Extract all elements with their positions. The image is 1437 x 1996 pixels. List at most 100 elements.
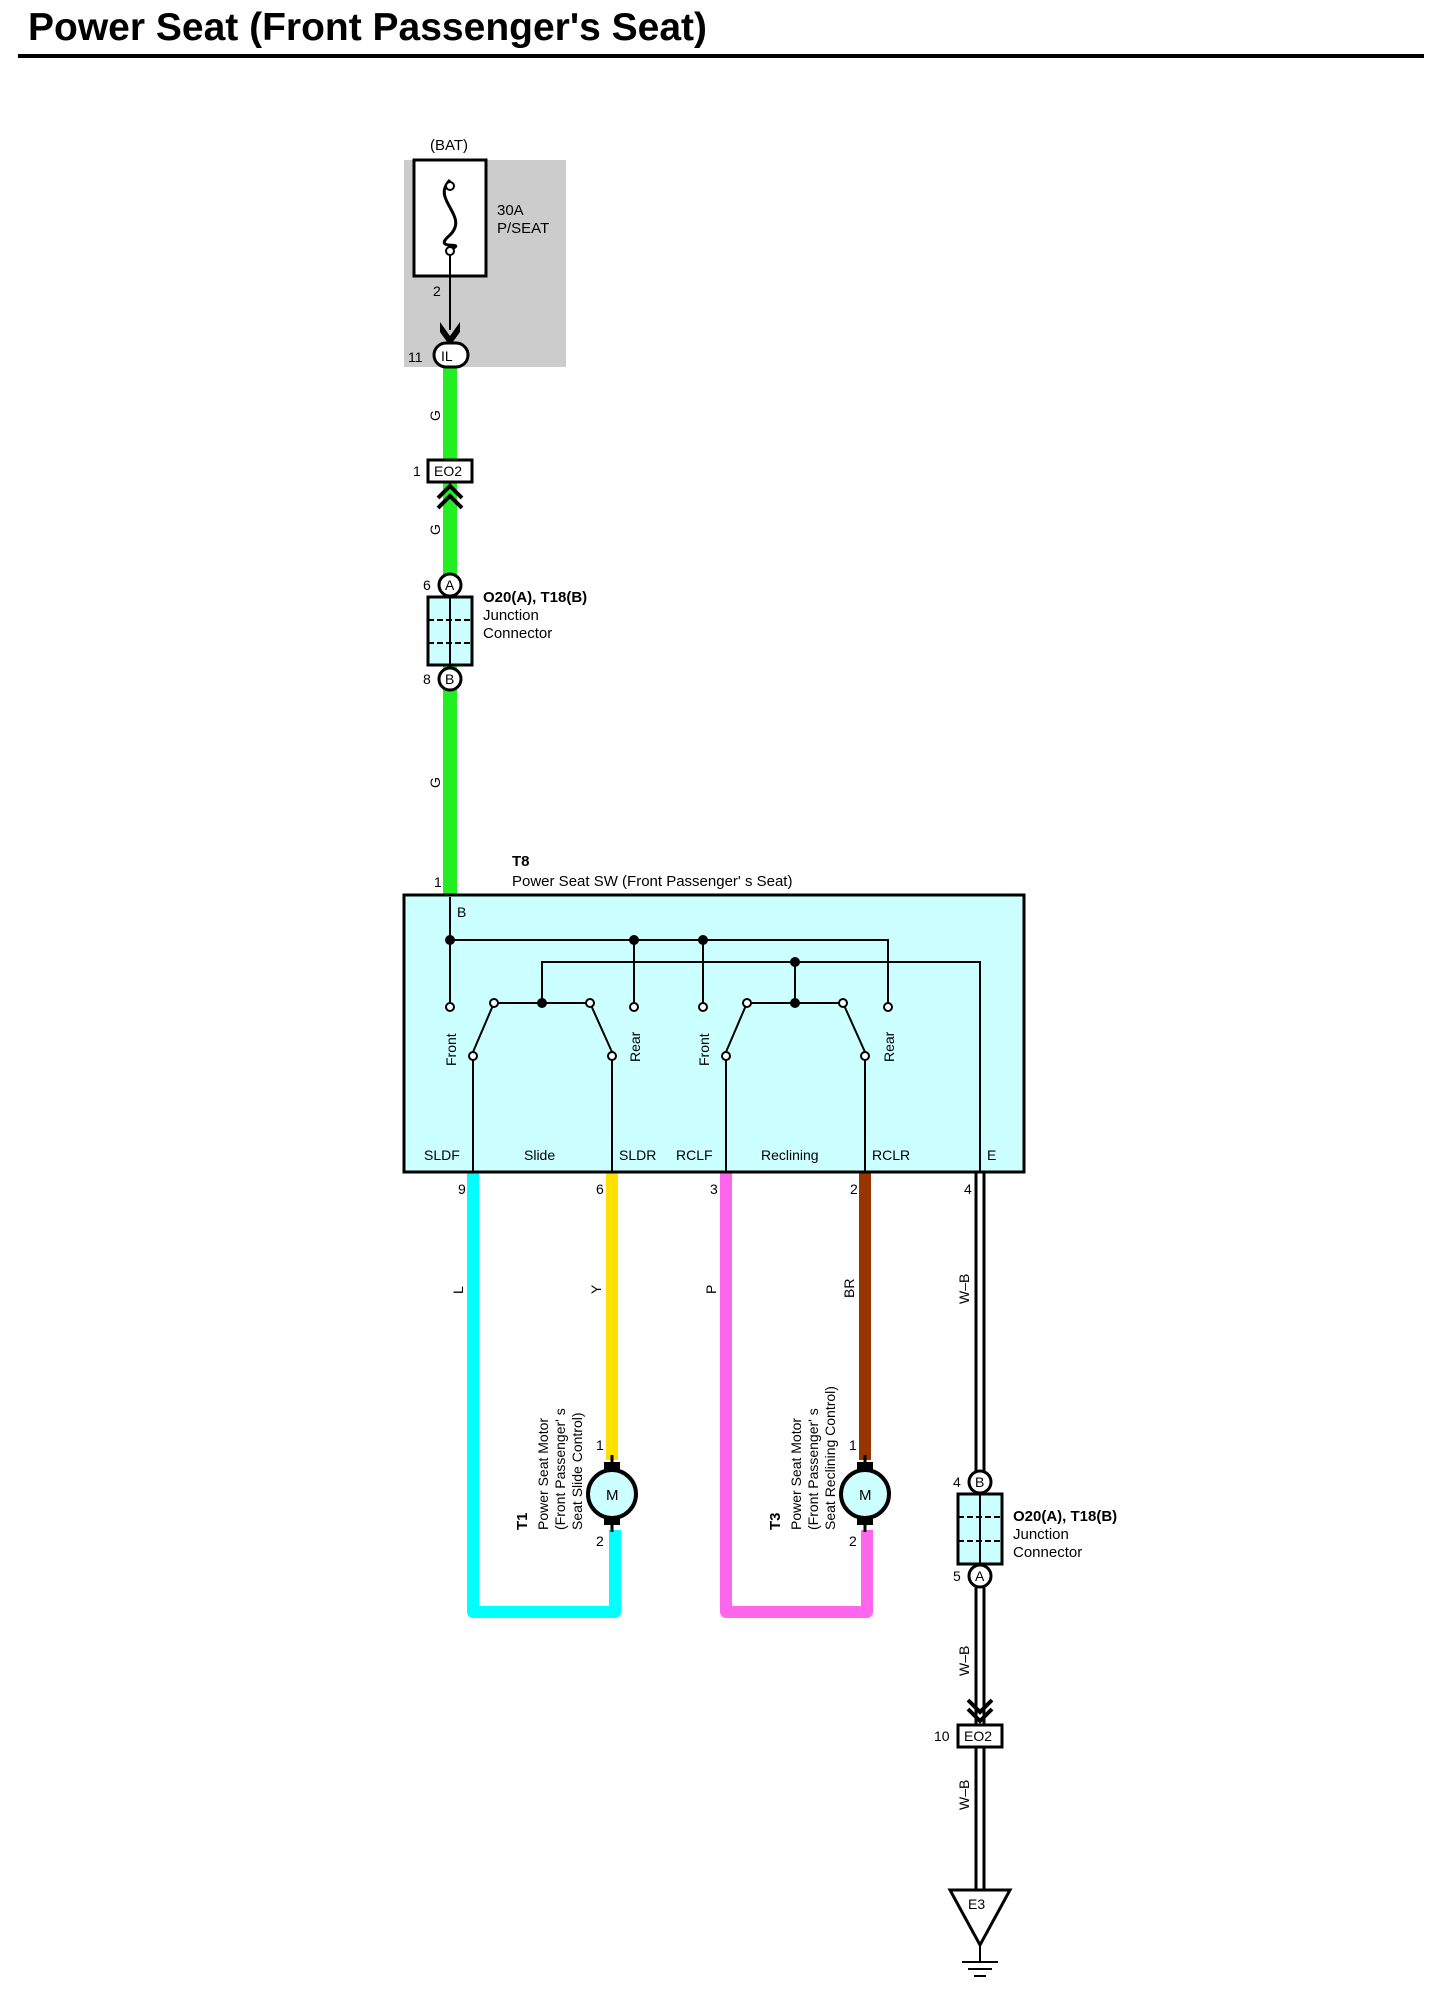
motor-slide-pin2: 2 bbox=[596, 1533, 604, 1549]
recl-blade-right bbox=[842, 1002, 866, 1053]
motor-recline-cap-bottom bbox=[857, 1517, 873, 1525]
eo2-bottom-connector: EO2 10 bbox=[934, 1698, 1004, 1749]
motor-slide-line1: Power Seat Motor bbox=[535, 1418, 551, 1530]
label-front2: Front bbox=[696, 1033, 712, 1066]
motor-recline-code: T3 bbox=[767, 1512, 784, 1530]
pin-rclf: 3 bbox=[710, 1181, 718, 1197]
page-title: Power Seat (Front Passenger's Seat) bbox=[28, 6, 707, 49]
junction-top-pin-8: 8 bbox=[423, 671, 431, 687]
node-5 bbox=[537, 998, 547, 1008]
wire-label-l: L bbox=[450, 1286, 466, 1294]
slide-pivot-left bbox=[489, 998, 499, 1008]
motor-slide-line2: (Front Passenger' s bbox=[552, 1408, 568, 1530]
junction-top-name: O20(A), T18(B) bbox=[483, 589, 587, 606]
pin-sldf: 9 bbox=[458, 1181, 466, 1197]
wire-label-wb3: W–B bbox=[956, 1780, 972, 1810]
node-4 bbox=[790, 957, 800, 967]
label-rclf: RCLF bbox=[676, 1147, 713, 1163]
label-rclr: RCLR bbox=[872, 1147, 910, 1163]
wire-label-g3: G bbox=[427, 777, 443, 788]
node-2 bbox=[629, 935, 639, 945]
sw-e-bus bbox=[541, 961, 981, 1172]
fuse-name: P/SEAT bbox=[497, 220, 549, 237]
motor-slide-line3: Seat Slide Control) bbox=[569, 1412, 585, 1530]
switch-b: B bbox=[457, 904, 466, 920]
sw-bus-top bbox=[450, 939, 889, 1003]
junction-bottom-line2: Connector bbox=[1013, 1544, 1082, 1561]
junction-top-line2: Connector bbox=[483, 625, 552, 642]
ground: E3 bbox=[947, 1888, 1013, 1977]
contact-sldr bbox=[607, 1051, 617, 1061]
label-rear2: Rear bbox=[881, 1031, 897, 1062]
junction-bottom-name: O20(A), T18(B) bbox=[1013, 1508, 1117, 1525]
node-1 bbox=[445, 935, 455, 945]
label-reclining: Reclining bbox=[761, 1147, 819, 1163]
recl-pivot-left bbox=[742, 998, 752, 1008]
switch-pin-in: 1 bbox=[434, 874, 442, 890]
junction-top-line1: Junction bbox=[483, 607, 539, 624]
fuse-rating: 30A bbox=[497, 202, 524, 219]
motor-recline-line3: Seat Reclining Control) bbox=[822, 1386, 838, 1530]
motor-slide-m: M bbox=[606, 1487, 619, 1504]
junction-bottom-b: B bbox=[975, 1474, 984, 1490]
fuse-connector-arrow bbox=[440, 322, 460, 346]
label-slide: Slide bbox=[524, 1147, 555, 1163]
pin-rclr: 2 bbox=[850, 1181, 858, 1197]
motor-recline-line2: (Front Passenger' s bbox=[805, 1408, 821, 1530]
fuse-terminal-top bbox=[445, 181, 455, 191]
eo2-top-box bbox=[426, 458, 474, 484]
junction-bottom-line1: Junction bbox=[1013, 1526, 1069, 1543]
motor-slide-cap-bottom bbox=[604, 1517, 620, 1525]
contact-rear1 bbox=[629, 1002, 639, 1012]
wire-label-wb2: W–B bbox=[956, 1646, 972, 1676]
motor-slide-cap-top bbox=[604, 1462, 620, 1470]
node-6 bbox=[790, 998, 800, 1008]
junction-bottom-pin-5: 5 bbox=[953, 1568, 961, 1584]
motor-recline-m: M bbox=[859, 1487, 872, 1504]
eo2-top-label: EO2 bbox=[434, 463, 462, 479]
junction-connector-top: A B 6 8 O20(A), T18(B) Junction Connecto… bbox=[423, 572, 587, 692]
slide-blade-right bbox=[589, 1002, 613, 1053]
label-e: E bbox=[987, 1147, 996, 1163]
recl-pivot-right bbox=[838, 998, 848, 1008]
pin-e: 4 bbox=[964, 1181, 972, 1197]
junction-bottom-pin-a bbox=[967, 1563, 993, 1589]
fuse-source: (BAT) bbox=[430, 137, 468, 154]
motor-slide-pin1: 1 bbox=[596, 1437, 604, 1453]
slide-blade-left bbox=[472, 1002, 495, 1053]
motor-recline: M 1 2 T3 Power Seat Motor (Front Passeng… bbox=[767, 1386, 891, 1549]
motor-recline-pin2: 2 bbox=[849, 1533, 857, 1549]
power-seat-switch: T8 Power Seat SW (Front Passenger' s Sea… bbox=[402, 853, 1026, 1197]
eo2-top-connector: EO2 1 bbox=[413, 458, 474, 510]
motor-recline-cap-top bbox=[857, 1462, 873, 1470]
junction-connector-bottom: B A 4 5 O20(A), T18(B) Junction Connecto… bbox=[953, 1469, 1117, 1589]
ground-label: E3 bbox=[968, 1896, 985, 1912]
fuse-symbol bbox=[442, 178, 458, 252]
junction-top-pin-b bbox=[437, 666, 463, 692]
label-rear1: Rear bbox=[627, 1031, 643, 1062]
eo2-bottom-pin: 10 bbox=[934, 1728, 950, 1744]
switch-body bbox=[402, 893, 1026, 1174]
motor-recline-body bbox=[839, 1468, 891, 1520]
motor-slide: M 1 2 T1 Power Seat Motor (Front Passeng… bbox=[514, 1408, 638, 1549]
switch-code: T8 bbox=[512, 853, 530, 870]
label-sldr: SLDR bbox=[619, 1147, 656, 1163]
wire-label-br: BR bbox=[841, 1279, 857, 1298]
contact-front2 bbox=[698, 1002, 708, 1012]
motor-recline-pin1: 1 bbox=[849, 1437, 857, 1453]
il-connector bbox=[432, 341, 470, 369]
motor-recline-line1: Power Seat Motor bbox=[788, 1418, 804, 1530]
eo2-bottom-arrow bbox=[966, 1698, 994, 1724]
junction-top-b: B bbox=[445, 671, 454, 687]
slide-pivot-right bbox=[585, 998, 595, 1008]
wire-label-wb1: W–B bbox=[956, 1274, 972, 1304]
wire-l bbox=[467, 1172, 621, 1618]
ground-triangle bbox=[947, 1888, 1013, 1949]
motor-slide-body bbox=[586, 1468, 638, 1520]
title-rule bbox=[18, 54, 1424, 58]
fuse-terminal-bottom bbox=[445, 246, 455, 256]
fuse-block: (BAT) 30A P/SEAT 2 11 IL bbox=[404, 137, 566, 369]
switch-name: Power Seat SW (Front Passenger' s Seat) bbox=[512, 873, 792, 890]
wire-p bbox=[720, 1172, 873, 1618]
contact-front1 bbox=[445, 1002, 455, 1012]
